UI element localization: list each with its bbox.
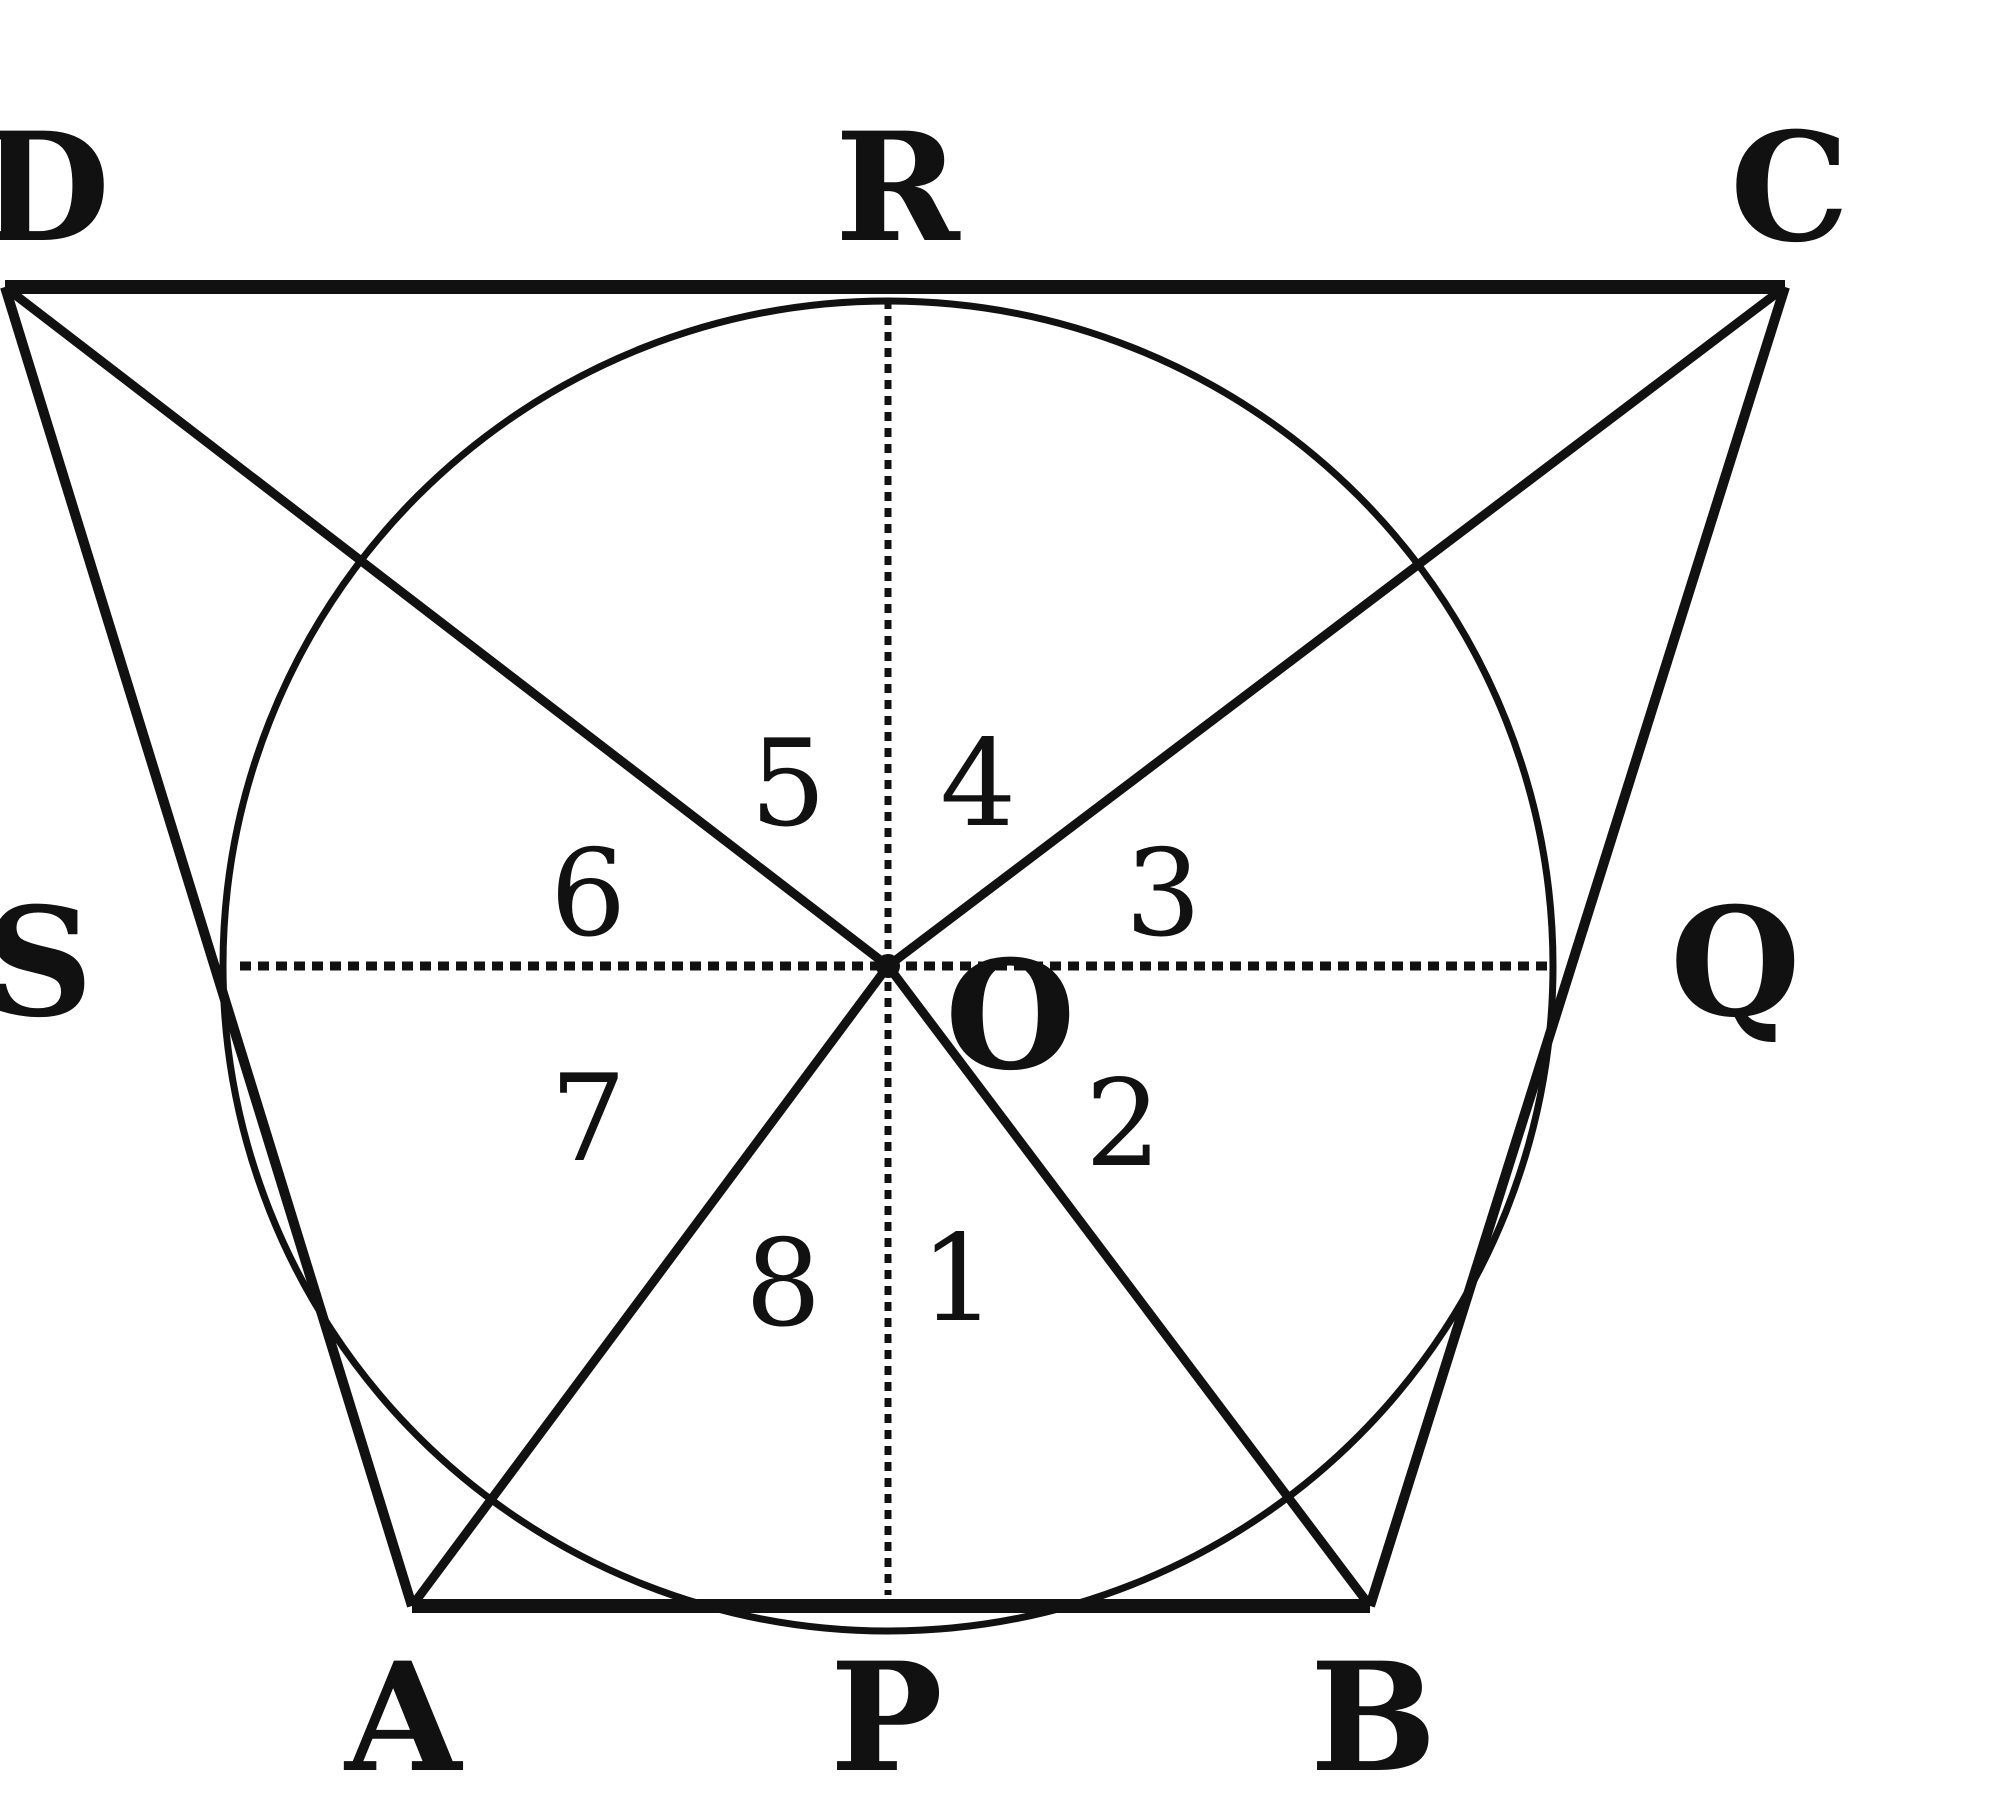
angle-label-4: 4 xyxy=(940,715,1016,854)
label-o: O xyxy=(945,928,1076,1104)
segment-bo xyxy=(884,963,1374,1609)
angle-label-2: 2 xyxy=(1085,1055,1161,1194)
label-q: Q xyxy=(1670,875,1801,1051)
angle-label-6: 6 xyxy=(550,825,626,964)
label-b: B xyxy=(1310,1630,1437,1806)
angle-label-3: 3 xyxy=(1125,825,1201,964)
label-d: D xyxy=(0,100,110,276)
center-point xyxy=(876,954,900,978)
label-p: P xyxy=(830,1630,943,1806)
label-a: A xyxy=(343,1630,464,1806)
label-r: R xyxy=(835,100,961,276)
angle-label-8: 8 xyxy=(745,1215,821,1354)
angle-label-1: 1 xyxy=(920,1210,996,1349)
segment-co xyxy=(885,283,1788,970)
angle-label-7: 7 xyxy=(550,1050,626,1189)
label-s: S xyxy=(0,875,93,1051)
angle-label-5: 5 xyxy=(750,715,826,854)
label-c: C xyxy=(1730,100,1849,276)
side-da xyxy=(0,285,417,1608)
side-cb xyxy=(1365,285,1790,1608)
segment-do xyxy=(2,283,891,970)
segment-ao xyxy=(408,963,892,1609)
